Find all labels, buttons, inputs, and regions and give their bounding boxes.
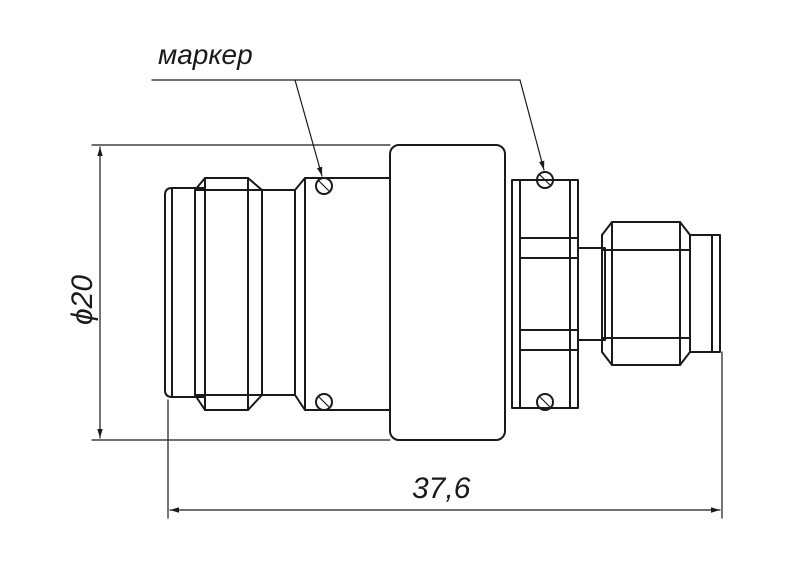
right-connector-body xyxy=(511,179,721,409)
marker-dot-top-right xyxy=(536,171,554,189)
marker-dot-bottom-left xyxy=(315,393,333,411)
marker-leader xyxy=(151,79,545,177)
length-label: 37,6 xyxy=(412,472,471,505)
length-dimension xyxy=(167,351,723,519)
central-housing xyxy=(389,144,506,441)
marker-label: маркер xyxy=(158,39,253,70)
diameter-label: ϕ20 xyxy=(66,275,99,325)
diameter-dimension xyxy=(91,144,391,441)
marker-dot-bottom-right xyxy=(536,393,554,411)
marker-dot-top-left xyxy=(315,177,333,195)
left-connector-body xyxy=(164,177,391,411)
